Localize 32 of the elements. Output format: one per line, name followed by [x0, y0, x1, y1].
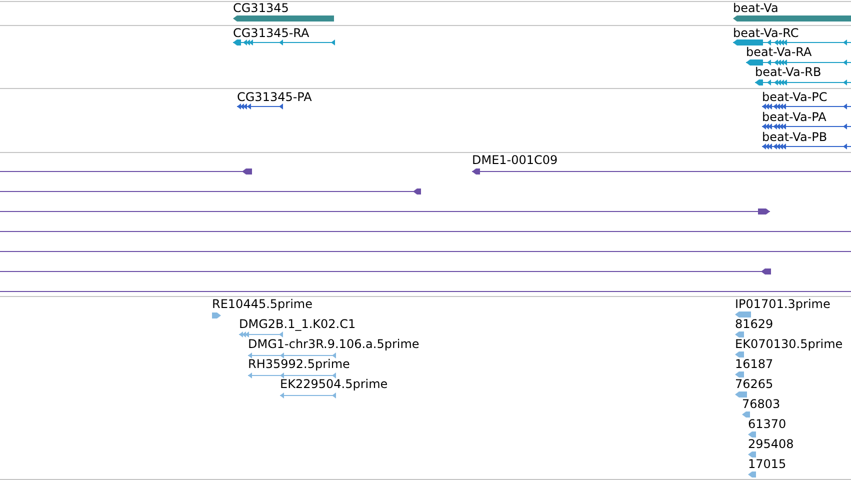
feature-label: 295408 [748, 437, 794, 451]
feature-label: IP01701.3prime [735, 297, 830, 311]
feature-label: RE10445.5prime [212, 297, 312, 311]
alignment-glyph [0, 188, 421, 194]
alignment-glyph [0, 208, 770, 214]
feature-label: DMG2B.1_1.K02.C1 [239, 317, 356, 331]
feature-label: beat-Va [733, 1, 778, 15]
feature-label: CG31345-RA [233, 26, 310, 40]
feature-label: beat-Va-RB [755, 65, 822, 79]
feature-label: beat-Va-RC [733, 26, 799, 40]
feature-label: beat-Va-RA [746, 45, 812, 59]
feature-label: CG31345-PA [237, 90, 312, 104]
feature-label: beat-Va-PB [762, 130, 828, 144]
feature-label: beat-Va-PA [762, 110, 826, 124]
feature-label: DME1-001C09 [472, 153, 558, 167]
alignment-glyph [0, 250, 851, 252]
feature-label: 17015 [748, 457, 786, 471]
alignment-glyph [0, 230, 851, 232]
feature-label: 81629 [735, 317, 774, 331]
feature-label: 61370 [748, 417, 786, 431]
feature-label: 16187 [735, 357, 774, 371]
feature-label: 76803 [742, 397, 780, 411]
feature-label: EK229504.5prime [280, 377, 388, 391]
feature-label: EK070130.5prime [735, 337, 843, 351]
alignment-glyph [0, 290, 851, 292]
feature-label: 76265 [735, 377, 774, 391]
alignment-glyph [0, 268, 771, 274]
feature-label: beat-Va-PC [762, 90, 828, 104]
alignment-glyph [0, 168, 252, 174]
feature-label: DMG1-chr3R.9.106.a.5prime [248, 337, 420, 351]
feature-label: CG31345 [233, 1, 289, 15]
feature-label: RH35992.5prime [248, 357, 350, 371]
